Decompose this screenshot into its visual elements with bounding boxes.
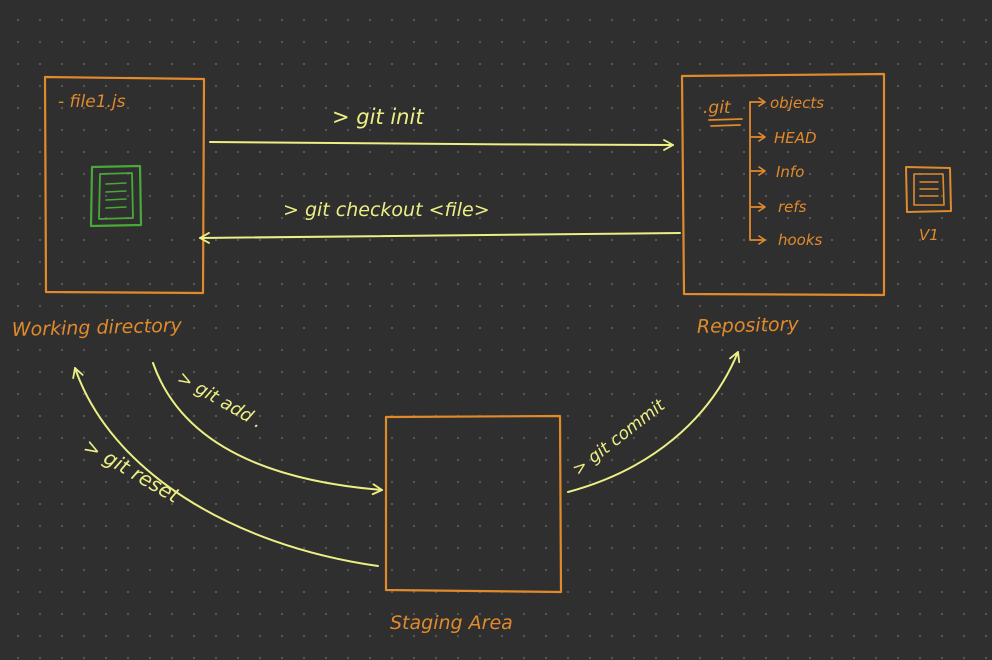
git-checkout-label: > git checkout <file> xyxy=(283,199,490,221)
version-file-icon xyxy=(905,166,952,213)
repository-node: .git objects HEAD Info refs hooks xyxy=(680,72,886,297)
working-directory-title: Working directory xyxy=(12,315,183,341)
working-directory-node: - file1.js xyxy=(43,75,206,295)
git-item-info: Info xyxy=(776,163,804,181)
git-item-hooks: hooks xyxy=(778,231,823,249)
git-item-refs: refs xyxy=(778,198,807,216)
git-commit-arrow xyxy=(567,351,741,493)
git-tree-branches xyxy=(749,101,765,241)
file-name-label: - file1.js xyxy=(58,92,126,112)
git-add-label: > git add . xyxy=(174,367,267,433)
git-commit-label: > git commit xyxy=(569,395,670,480)
git-folder-underline xyxy=(708,118,743,127)
git-item-head: HEAD xyxy=(774,129,817,147)
git-init-arrow xyxy=(209,139,674,151)
git-reset-label: > git reset xyxy=(80,434,185,509)
git-checkout-arrow xyxy=(199,232,681,244)
staging-area-title: Staging Area xyxy=(390,612,513,634)
file-icon xyxy=(89,164,143,228)
git-folder-label: .git xyxy=(703,98,732,118)
git-item-objects: objects xyxy=(770,94,824,112)
git-init-label: > git init xyxy=(332,105,424,129)
staging-area-node xyxy=(384,414,563,594)
git-add-arrow xyxy=(152,362,383,496)
version-label: V1 xyxy=(919,226,939,244)
git-reset-arrow xyxy=(72,367,379,567)
repository-title: Repository xyxy=(697,313,800,338)
